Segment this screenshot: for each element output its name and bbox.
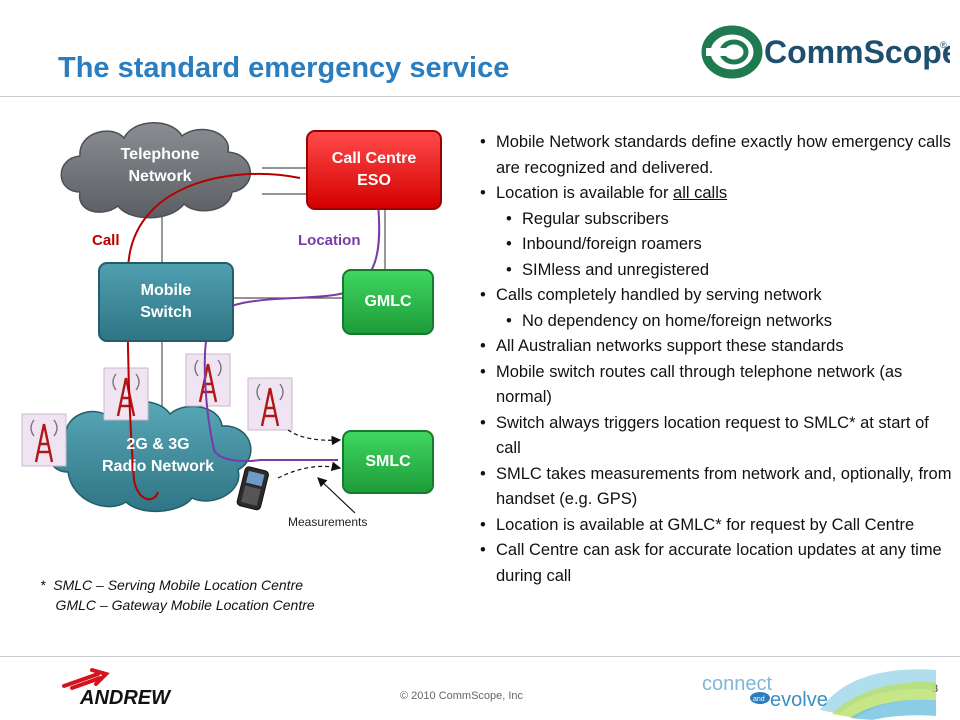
copyright-text: © 2010 CommScope, Inc bbox=[400, 690, 524, 702]
svg-text:®: ® bbox=[940, 40, 947, 50]
bullet-item: Location is available for all calls bbox=[478, 181, 954, 207]
evolve-swoosh-icon bbox=[820, 669, 936, 720]
measurement-arrows bbox=[277, 429, 342, 479]
bullet-item: Mobile switch routes call through teleph… bbox=[478, 360, 954, 411]
andrew-arrow-icon bbox=[62, 668, 110, 690]
footer-rule bbox=[0, 656, 960, 657]
cell-tower-icon-4 bbox=[247, 377, 293, 431]
cell-tower-icon-3 bbox=[185, 353, 231, 407]
sub-bullet-item: Inbound/foreign roamers bbox=[478, 232, 954, 258]
connect-and-evolve-logo: connect and evolve bbox=[702, 669, 936, 720]
bullet-item: Switch always triggers location request … bbox=[478, 411, 954, 462]
emergency-call-diagram: Telephone Network 2G & 3G Radio Network … bbox=[0, 100, 480, 540]
telephone-network-label: Telephone Network bbox=[120, 146, 200, 185]
andrew-wordmark: ANDREW bbox=[79, 687, 172, 709]
footnote-gmlc: GMLC – Gateway Mobile Location Centre bbox=[40, 597, 315, 613]
andrew-logo: ANDREW bbox=[62, 668, 172, 709]
bullet-item: Location is available at GMLC* for reque… bbox=[478, 513, 954, 539]
and-badge-icon: and bbox=[750, 692, 770, 704]
bullet-item: SMLC takes measurements from network and… bbox=[478, 462, 954, 513]
call-centre-box: Call Centre ESO bbox=[306, 130, 442, 210]
bullet-item: All Australian networks support these st… bbox=[478, 334, 954, 360]
bullet-list: Mobile Network standards define exactly … bbox=[478, 130, 954, 589]
radio-network-cloud bbox=[48, 401, 252, 513]
gmlc-box: GMLC bbox=[342, 269, 434, 335]
commscope-swirl-icon bbox=[701, 25, 763, 79]
bullet-item: Calls completely handled by serving netw… bbox=[478, 283, 954, 309]
connect-wordmark: connect bbox=[702, 673, 772, 695]
measurements-label: Measurements bbox=[288, 515, 368, 529]
commscope-logo: CommScope ® bbox=[701, 25, 950, 79]
evolve-wordmark: evolve bbox=[770, 689, 828, 711]
sub-bullet-item: Regular subscribers bbox=[478, 207, 954, 233]
smlc-box: SMLC bbox=[342, 430, 434, 494]
bullet-item: Call Centre can ask for accurate locatio… bbox=[478, 538, 954, 589]
svg-text:and: and bbox=[753, 696, 765, 703]
sub-bullet-item: No dependency on home/foreign networks bbox=[478, 309, 954, 335]
footnote: * SMLC – Serving Mobile Location Centre … bbox=[40, 575, 315, 615]
call-label: Call bbox=[92, 232, 120, 249]
radio-network-label: 2G & 3G Radio Network bbox=[101, 436, 214, 475]
handset-icon bbox=[236, 466, 269, 511]
bullet-item: Mobile Network standards define exactly … bbox=[478, 130, 954, 181]
mobile-switch-box: Mobile Switch bbox=[98, 262, 234, 342]
cell-tower-icon-2 bbox=[103, 367, 149, 421]
cell-tower-icon-1 bbox=[21, 413, 67, 467]
sub-bullet-item: SIMless and unregistered bbox=[478, 258, 954, 284]
telephone-network-cloud bbox=[60, 122, 251, 219]
commscope-wordmark: CommScope bbox=[764, 34, 950, 70]
slide-title: The standard emergency service bbox=[58, 52, 510, 84]
footnote-smlc: * SMLC – Serving Mobile Location Centre bbox=[40, 577, 304, 593]
measurements-pointer bbox=[317, 477, 356, 514]
header-rule bbox=[0, 96, 960, 97]
location-label: Location bbox=[298, 232, 361, 249]
